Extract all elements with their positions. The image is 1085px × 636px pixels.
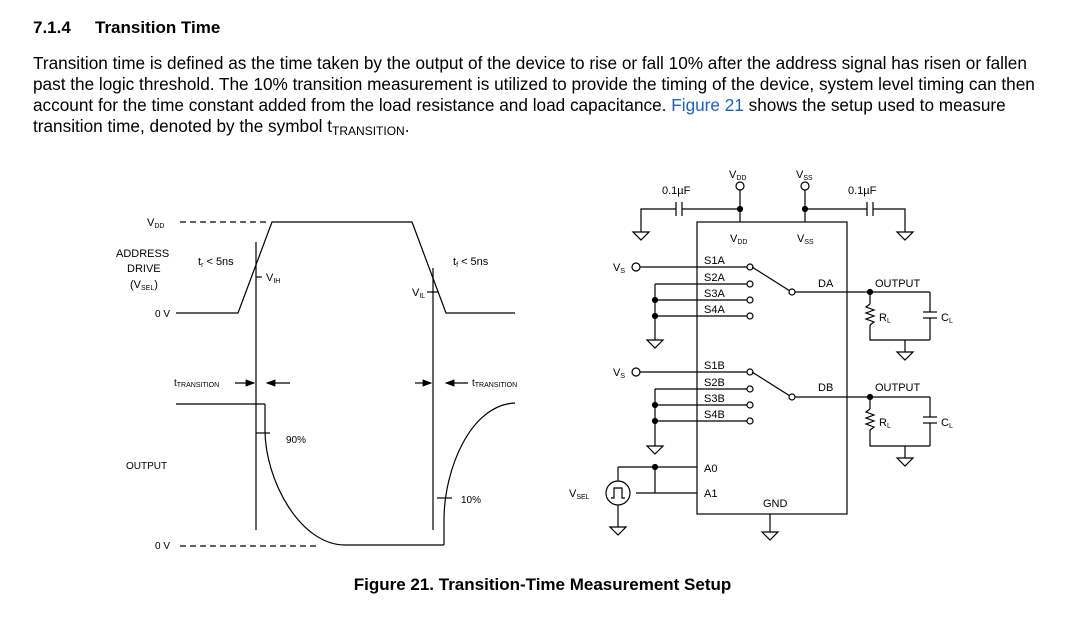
address-drive-label-1: ADDRESS bbox=[116, 248, 169, 260]
vs-a-label: VS bbox=[613, 262, 625, 275]
vsel-label: (VSEL) bbox=[130, 279, 158, 292]
s3b-contact bbox=[746, 401, 754, 409]
vs-b-label: VS bbox=[613, 367, 625, 380]
ttrans-label-right: tTRANSITION bbox=[472, 378, 517, 389]
gnd-label: GND bbox=[763, 498, 788, 510]
symbol-subscript: TRANSITION bbox=[332, 124, 405, 138]
vss-pin-label: VSS bbox=[797, 233, 814, 246]
cap2-label: 0.1µF bbox=[848, 185, 877, 197]
ground-icon-8 bbox=[760, 531, 780, 541]
db-contact bbox=[788, 393, 796, 401]
cl-b-label: CL bbox=[941, 417, 953, 430]
switch-circuit bbox=[605, 181, 937, 541]
s2a-label: S2A bbox=[704, 272, 725, 284]
vil-label: VIL bbox=[412, 287, 425, 300]
vs-a-terminal bbox=[631, 262, 641, 272]
body-paragraph: Transition time is defined as the time t… bbox=[33, 53, 1045, 142]
ov-top-label: 0 V bbox=[155, 309, 170, 320]
ov-bottom-label: 0 V bbox=[155, 541, 170, 552]
vdd-pin-label: VDD bbox=[730, 233, 747, 246]
a1-label: A1 bbox=[704, 488, 717, 500]
resistor-b-icon bbox=[864, 408, 876, 431]
cap2-ground-wire bbox=[873, 208, 906, 232]
da-contact bbox=[788, 288, 796, 296]
paragraph-end: . bbox=[404, 116, 410, 136]
s2b-contact bbox=[746, 385, 754, 393]
tr-label: tr < 5ns bbox=[198, 256, 234, 269]
vss-terminal bbox=[800, 181, 810, 191]
figure-caption: Figure 21. Transition-Time Measurement S… bbox=[353, 575, 732, 594]
s4a-contact bbox=[746, 312, 754, 320]
pulse-waveform-icon bbox=[611, 487, 625, 499]
ttrans-label-left: tTRANSITION bbox=[174, 378, 219, 389]
pulse-source-icon bbox=[605, 480, 631, 506]
rl-a-bottom bbox=[869, 325, 930, 341]
rl-a-label: RL bbox=[879, 312, 891, 325]
s4b-contact bbox=[746, 417, 754, 425]
ground-icon-4 bbox=[895, 351, 915, 361]
s3a-contact bbox=[746, 296, 754, 304]
output-rise-curve bbox=[443, 402, 516, 545]
s3b-label: S3B bbox=[704, 393, 725, 405]
address-drive-label-2: DRIVE bbox=[127, 263, 161, 275]
pct10-label: 10% bbox=[461, 495, 481, 506]
output-fall-curve bbox=[264, 404, 444, 546]
vdd-terminal bbox=[735, 181, 745, 191]
output-a-label: OUTPUT bbox=[875, 278, 921, 290]
vdd-label: VDD bbox=[147, 217, 164, 230]
cap1-ground-wire bbox=[640, 208, 676, 232]
s2b-label: S2B bbox=[704, 377, 725, 389]
ground-icon-6 bbox=[895, 457, 915, 467]
ground-icon-7 bbox=[608, 526, 628, 536]
s4b-label: S4B bbox=[704, 409, 725, 421]
cl-a-label: CL bbox=[941, 312, 953, 325]
resistor-a-icon bbox=[864, 303, 876, 326]
vs-b-terminal bbox=[631, 367, 641, 377]
section-number: 7.1.4 bbox=[33, 18, 71, 37]
vih-label: VIH bbox=[266, 272, 280, 285]
section-heading: 7.1.4 Transition Time bbox=[33, 18, 220, 38]
db-label: DB bbox=[818, 382, 833, 394]
a-node-1 bbox=[651, 296, 659, 304]
ic-body bbox=[696, 221, 848, 515]
vdd-top-label: VDD bbox=[729, 169, 746, 182]
ground-icon-5 bbox=[645, 445, 665, 455]
pct90-label: 90% bbox=[286, 435, 306, 446]
s2a-contact bbox=[746, 280, 754, 288]
s4a-label: S4A bbox=[704, 304, 725, 316]
ground-icon-2 bbox=[895, 231, 915, 241]
ground-icon-1 bbox=[631, 231, 651, 241]
output-b-label: OUTPUT bbox=[875, 382, 921, 394]
section-title: Transition Time bbox=[95, 18, 221, 37]
b-node-2 bbox=[651, 417, 659, 425]
address-waveform bbox=[176, 221, 515, 314]
output-label: OUTPUT bbox=[126, 461, 167, 472]
rl-b-bottom bbox=[869, 430, 930, 447]
tf-label: tf < 5ns bbox=[453, 256, 489, 269]
switch-b-blade bbox=[751, 371, 791, 397]
ground-icon-3 bbox=[645, 339, 665, 349]
timing-labels: VDD ADDRESS DRIVE (VSEL) 0 V tr < 5ns tf… bbox=[116, 217, 517, 552]
da-label: DA bbox=[818, 278, 834, 290]
figure-link[interactable]: Figure 21 bbox=[671, 95, 744, 115]
s3a-label: S3A bbox=[704, 288, 725, 300]
vss-top-label: VSS bbox=[796, 169, 813, 182]
paragraph-text-continued: shows the setup used to measure transiti… bbox=[33, 95, 1006, 136]
paragraph-text: Transition time is defined as the time t… bbox=[33, 53, 1035, 115]
rl-b-label: RL bbox=[879, 417, 891, 430]
vsel-source-label: VSEL bbox=[569, 488, 590, 501]
a-node-2 bbox=[651, 312, 659, 320]
switch-a-blade bbox=[751, 266, 791, 292]
cap1-label: 0.1µF bbox=[662, 185, 691, 197]
s1a-label: S1A bbox=[704, 255, 725, 267]
circuit-labels: 0.1µF 0.1µF VDD VSS VDD VSS VS VS S1A S2… bbox=[569, 169, 953, 510]
a0-label: A0 bbox=[704, 463, 717, 475]
timing-diagram bbox=[176, 221, 516, 547]
s1b-label: S1B bbox=[704, 360, 725, 372]
b-node-1 bbox=[651, 401, 659, 409]
